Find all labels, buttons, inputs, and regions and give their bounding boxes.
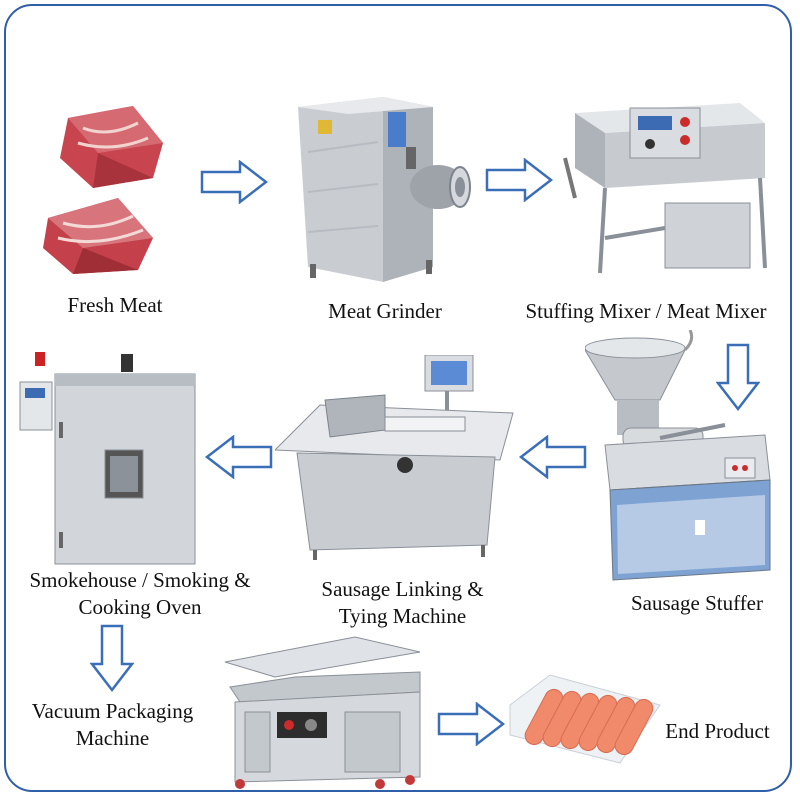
label-meat-grinder: Meat Grinder: [328, 299, 442, 323]
label-linking-machine-line1: Sausage Linking &: [321, 577, 484, 601]
sausage-stuffer-image: [585, 330, 771, 581]
arrow-grinder-to-mixer: [485, 158, 554, 202]
vacuum-packaging-image: [224, 636, 421, 789]
linking-machine-image: [275, 355, 514, 560]
meat-grinder-image: [298, 97, 471, 282]
fresh-meat-image: [43, 106, 163, 274]
label-end-product: End Product: [665, 719, 770, 743]
label-stuffing-mixer: Stuffing Mixer / Meat Mixer: [525, 299, 767, 323]
arrow-mixer-to-stuffer: [716, 343, 760, 412]
label-vacuum-packaging-line2: Machine: [75, 726, 150, 750]
diagram-frame: [4, 4, 792, 792]
label-linking-machine-line2: Tying Machine: [338, 604, 467, 628]
end-product-image: [509, 674, 661, 764]
arrow-linker-to-smokehouse: [204, 435, 273, 479]
stuffing-mixer-image: [563, 103, 767, 274]
meat-piece-bottom: [43, 198, 153, 274]
label-fresh-meat: Fresh Meat: [67, 293, 163, 317]
label-smokehouse-line1: Smokehouse / Smoking &: [29, 568, 251, 592]
label-sausage-stuffer: Sausage Stuffer: [631, 591, 763, 615]
meat-piece-top: [60, 106, 163, 188]
arrow-smokehouse-to-packaging: [90, 624, 134, 693]
label-smokehouse-line2: Cooking Oven: [78, 595, 202, 619]
label-vacuum-packaging-line1: Vacuum Packaging: [31, 699, 194, 723]
arrow-stuffer-to-linker: [518, 435, 587, 479]
smokehouse-image: [19, 352, 196, 565]
arrow-meat-to-grinder: [200, 160, 269, 204]
arrow-packaging-to-product: [437, 702, 506, 746]
